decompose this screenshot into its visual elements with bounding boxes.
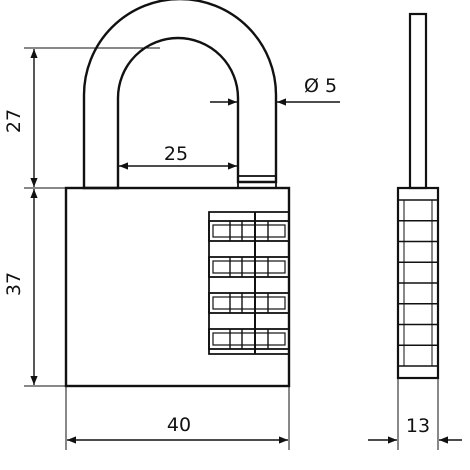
combination-wheels-side (398, 199, 438, 367)
wheel-ridge (212, 224, 286, 238)
combination-wheels-front (208, 220, 290, 350)
lock-body (64, 186, 291, 388)
dimension-body-thickness: 13 (368, 378, 462, 450)
side-view (396, 12, 440, 380)
dimension-label-body-thickness: 13 (406, 415, 430, 437)
wheel-outline (208, 220, 290, 242)
dimension-label-shackle-diameter: Ø 5 (304, 75, 337, 97)
side-shackle (408, 12, 428, 190)
dimension-label-shackle-width: 25 (164, 143, 188, 165)
dimension-body-width: 40 (65, 386, 290, 450)
combination-wheel (208, 220, 290, 242)
dimension-shackle-diameter: Ø 5 (210, 75, 340, 106)
front-view (64, 0, 291, 388)
combination-wheel (208, 328, 290, 350)
wheel-outline (208, 292, 290, 314)
dimension-label-shackle-height: 27 (3, 109, 25, 133)
wheel-outline (208, 328, 290, 350)
dimension-body-height: 37 (3, 189, 66, 387)
combination-wheel (208, 256, 290, 278)
dimension-label-body-width: 40 (167, 414, 191, 436)
dimension-shackle-width: 25 (119, 143, 237, 170)
combination-wheel (208, 292, 290, 314)
wheel-ridge (212, 332, 286, 346)
dimension-label-body-height: 37 (3, 272, 25, 296)
wheel-window (208, 211, 289, 355)
wheel-outline (208, 256, 290, 278)
dimension-shackle-height: 27 (3, 47, 160, 189)
wheel-ridge (212, 296, 286, 310)
wheel-ridge (212, 260, 286, 274)
shackle (82, 0, 278, 190)
